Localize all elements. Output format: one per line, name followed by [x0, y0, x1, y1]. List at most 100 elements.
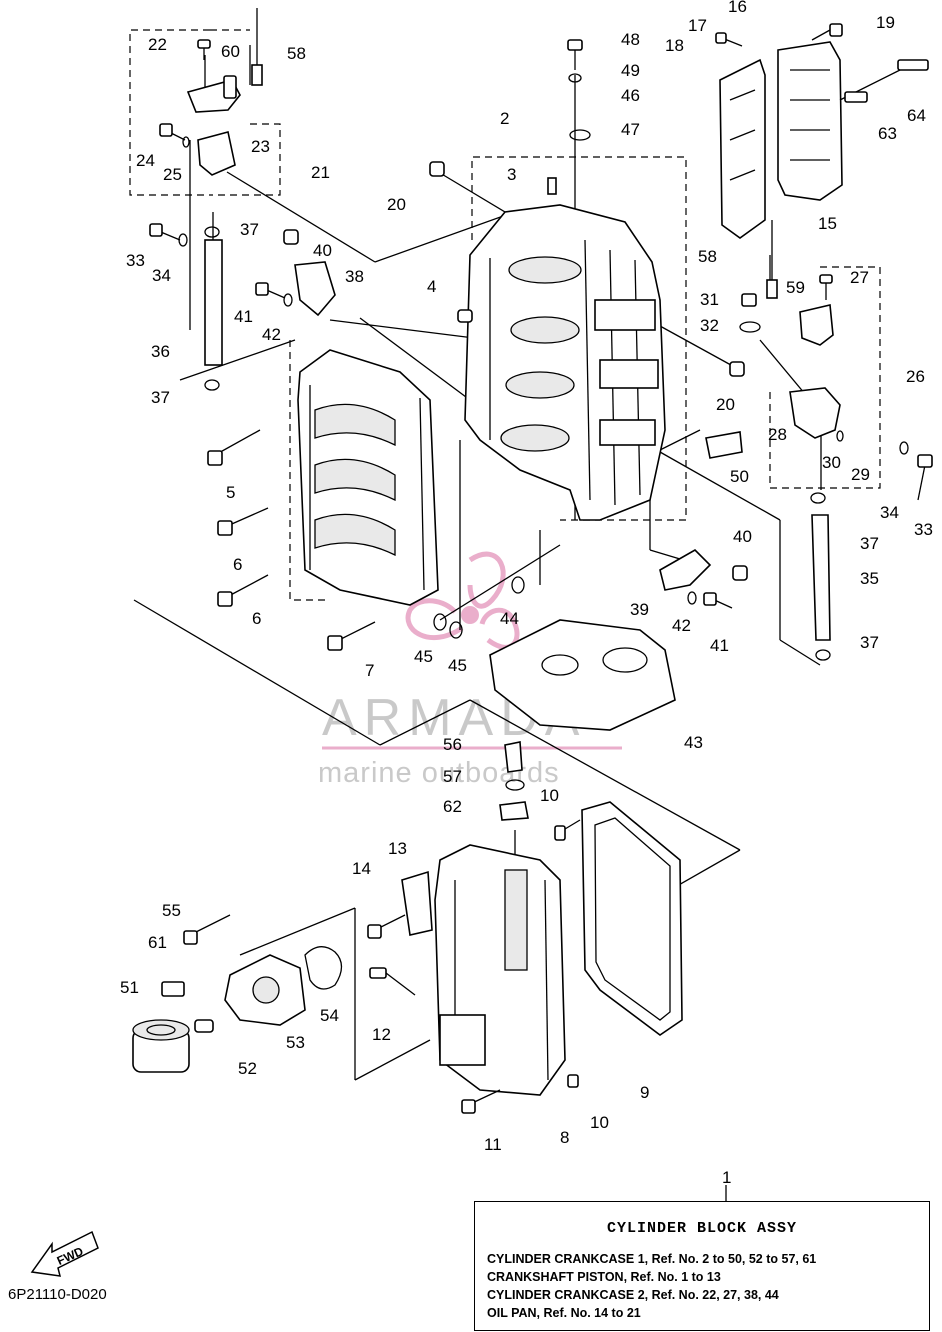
bolts	[149, 23, 933, 1114]
o-ring	[505, 779, 525, 791]
callout-41b: 41	[710, 636, 729, 655]
callout-40a: 40	[313, 241, 332, 260]
info-line-crankcase-1: CYLINDER CRANKCASE 1, Ref. No. 2 to 50, …	[487, 1252, 817, 1266]
callout-52: 52	[238, 1059, 257, 1078]
callout-38: 38	[345, 267, 364, 286]
assembly-ref-number: 1	[722, 1168, 732, 1187]
callout-41a: 41	[234, 307, 253, 326]
callout-22: 22	[148, 35, 167, 54]
callout-61: 61	[148, 933, 167, 952]
callout-45b: 45	[448, 656, 467, 675]
callout-4: 4	[427, 277, 436, 296]
callout-42a: 42	[262, 325, 281, 344]
thermo-cover	[197, 131, 236, 176]
callout-53: 53	[286, 1033, 305, 1052]
callout-45a: 45	[414, 647, 433, 666]
bracket-13	[401, 870, 433, 936]
callout-54: 54	[320, 1006, 339, 1025]
callout-37a: 37	[240, 220, 259, 239]
filter-base-gasket	[304, 946, 343, 990]
cylinder-block	[464, 204, 666, 521]
callout-14: 14	[352, 859, 371, 878]
callout-6b: 6	[252, 609, 261, 628]
callout-50: 50	[730, 467, 749, 486]
assembly-title: CYLINDER BLOCK ASSY	[606, 1220, 798, 1237]
callout-15: 15	[818, 214, 837, 233]
crankcase-half	[297, 349, 439, 606]
oil-filler-cap	[504, 741, 523, 773]
callout-7: 7	[365, 661, 374, 680]
hose-35	[811, 514, 831, 641]
plate-50	[705, 431, 743, 459]
callout-33a: 33	[126, 251, 145, 270]
callout-13: 13	[388, 839, 407, 858]
callout-60: 60	[221, 42, 240, 61]
callout-56: 56	[443, 735, 462, 754]
callout-37b: 37	[151, 388, 170, 407]
callout-58b: 58	[698, 247, 717, 266]
callout-59: 59	[786, 278, 805, 297]
callout-12: 12	[372, 1025, 391, 1044]
exhaust-gasket	[719, 58, 766, 239]
hose-clamp	[499, 801, 529, 821]
callout-23: 23	[251, 137, 270, 156]
callout-39: 39	[630, 600, 649, 619]
bracket-38	[294, 261, 336, 317]
callout-34b: 34	[880, 503, 899, 522]
callout-20b: 20	[716, 395, 735, 414]
callout-34a: 34	[152, 266, 171, 285]
callout-35: 35	[860, 569, 879, 588]
oil-filter-base	[224, 954, 306, 1026]
callout-8: 8	[560, 1128, 569, 1147]
callout-labels: 2 3 4 5 6 6 7 8 9 10 10 11 12 13 14 15 1…	[120, 0, 933, 1154]
callout-40b: 40	[733, 527, 752, 546]
callout-36: 36	[151, 342, 170, 361]
assembly-info-box: CYLINDER BLOCK ASSY CYLINDER CRANKCASE 1…	[474, 1201, 930, 1331]
callout-26: 26	[906, 367, 925, 386]
callout-30: 30	[822, 453, 841, 472]
info-line-oil-pan: OIL PAN, Ref. No. 14 to 21	[487, 1306, 641, 1320]
parts	[132, 8, 933, 1114]
callout-10a: 10	[540, 786, 559, 805]
thermostat-housing	[789, 387, 841, 439]
callout-37d: 37	[860, 633, 879, 652]
oil-pan	[434, 844, 566, 1096]
info-line-crankshaft-piston: CRANKSHAFT PISTON, Ref. No. 1 to 13	[487, 1270, 721, 1284]
callout-57: 57	[443, 767, 462, 786]
callout-49: 49	[621, 61, 640, 80]
callout-55: 55	[162, 901, 181, 920]
cylinder-gasket	[489, 619, 676, 731]
callout-20a: 20	[387, 195, 406, 214]
callout-62: 62	[443, 797, 462, 816]
callout-63: 63	[878, 124, 897, 143]
thermostat-bracket	[799, 304, 834, 346]
oil-pan-gasket	[581, 801, 683, 1036]
callout-11: 11	[484, 1135, 502, 1154]
watermark: ARMADA marine outboards	[318, 551, 622, 789]
callout-17: 17	[688, 16, 707, 35]
callout-29: 29	[851, 465, 870, 484]
info-line-crankcase-2: CYLINDER CRANKCASE 2, Ref. No. 22, 27, 3…	[487, 1288, 779, 1302]
callout-6a: 6	[233, 555, 242, 574]
callout-10b: 10	[590, 1113, 609, 1132]
callout-43: 43	[684, 733, 703, 752]
callout-58a: 58	[287, 44, 306, 63]
callout-48: 48	[621, 30, 640, 49]
callout-42b: 42	[672, 616, 691, 635]
callout-18: 18	[665, 36, 684, 55]
callout-37c: 37	[860, 534, 879, 553]
callout-25: 25	[163, 165, 182, 184]
subassembly-boxes	[129, 29, 881, 601]
callout-24: 24	[136, 151, 155, 170]
oil-filter	[132, 1019, 190, 1073]
drawing-code: 6P21110-D020	[8, 1286, 107, 1303]
dowels-and-washers	[178, 73, 909, 1088]
callout-33b: 33	[914, 520, 933, 539]
callout-31: 31	[700, 290, 719, 309]
bracket-39	[659, 549, 712, 591]
callout-64: 64	[907, 106, 926, 125]
callout-16: 16	[728, 0, 747, 16]
callout-51: 51	[120, 978, 139, 997]
